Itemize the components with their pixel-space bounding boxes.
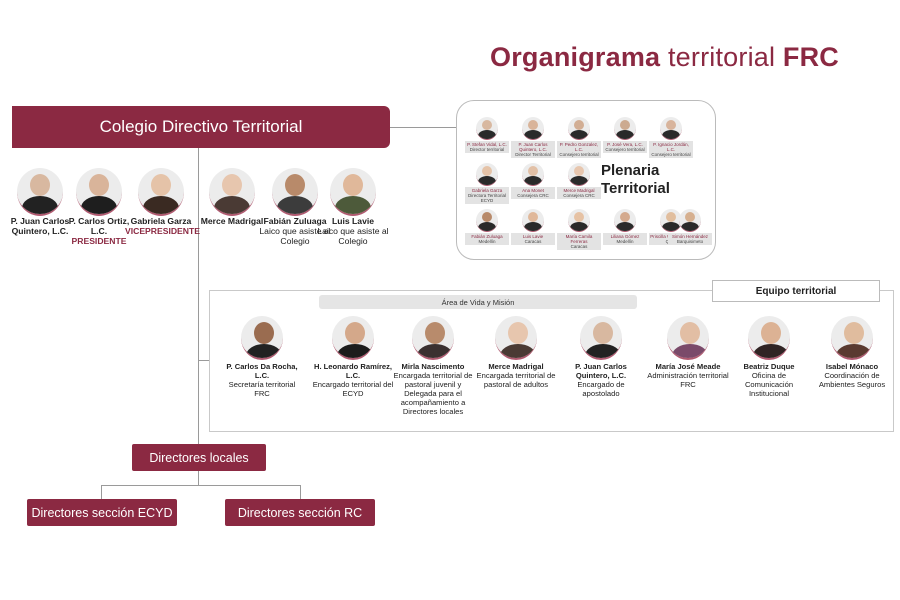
plenaria-member-photo: [614, 117, 636, 140]
plenaria-member-photo: [476, 117, 498, 140]
equipo-member-photo: [412, 316, 454, 360]
equipo-member-label: H. Leonardo Ramírez, L.C.Encargado terri…: [312, 362, 394, 398]
area-vida-mision-label: Área de Vida y Misión: [319, 295, 637, 309]
equipo-member-label: P. Juan Carlos Quintero, L.C.Encargado d…: [575, 362, 627, 398]
equipo-territorial-frame: [209, 290, 894, 432]
equipo-member-photo: [332, 316, 374, 360]
connector-ecyd: [101, 485, 102, 499]
member-photo: [272, 168, 318, 216]
equipo-member-photo: [580, 316, 622, 360]
plenaria-member-label: P. Juan Carlos Quintero, L.C.Director Te…: [511, 141, 555, 158]
plenaria-member-photo: [522, 163, 544, 186]
directores-seccion-ecyd-box: Directores sección ECYD: [27, 499, 177, 526]
equipo-member-photo: [495, 316, 537, 360]
connector-secciones-horizontal: [101, 485, 300, 486]
plenaria-member-photo: [568, 163, 590, 186]
equipo-member-photo: [748, 316, 790, 360]
plenaria-member-photo: [568, 117, 590, 140]
equipo-member-photo: [241, 316, 283, 360]
connector-colegio-plenaria: [390, 127, 456, 128]
connector-main-vertical: [198, 148, 199, 444]
connector-to-equipo: [198, 360, 209, 361]
plenaria-member-label: P. Pedro Gonzalez, L.C.Consejero territo…: [557, 141, 601, 158]
plenaria-member-photo: [476, 163, 498, 186]
member-photo: [17, 168, 63, 216]
equipo-member-photo: [667, 316, 709, 360]
plenaria-member-photo: [476, 209, 498, 232]
directores-locales-box: Directores locales: [132, 444, 266, 471]
colegio-directivo-box: Colegio Directivo Territorial: [12, 106, 390, 148]
colegio-directivo-label: Colegio Directivo Territorial: [99, 117, 303, 136]
member-photo: [330, 168, 376, 216]
plenaria-member-photo: [660, 117, 682, 140]
connector-directores-down: [198, 471, 199, 485]
equipo-member-photo: [831, 316, 873, 360]
colegio-member-label: P. Juan Carlos Quintero, L.C.: [10, 216, 70, 236]
plenaria-member-label: P. Stefan Vidal, L.C.Director territoria…: [465, 141, 509, 153]
plenaria-member-photo: [522, 209, 544, 232]
directores-seccion-rc-box: Directores sección RC: [225, 499, 375, 526]
member-photo: [76, 168, 122, 216]
equipo-territorial-title: Equipo territorial: [712, 280, 880, 302]
page-title: Organigrama territorial FRC: [490, 42, 839, 72]
colegio-member-label: P. Carlos Ortiz, L.C.PRESIDENTE: [68, 216, 130, 246]
plenaria-member-photo: [679, 209, 701, 232]
plenaria-member-photo: [522, 117, 544, 140]
plenaria-member-photo: [614, 209, 636, 232]
plenaria-member-photo: [660, 209, 682, 232]
plenaria-title: Plenaria Territorial: [601, 162, 670, 197]
colegio-member-label: Merce Madrigal: [200, 216, 264, 226]
equipo-member-label: P. Carlos Da Rocha, L.C.Secretaría terri…: [226, 362, 298, 398]
member-photo: [138, 168, 184, 216]
plenaria-member-label: P. Ignacio Jordán, L.C.Consejero territo…: [649, 141, 693, 158]
plenaria-member-photo: [568, 209, 590, 232]
member-photo: [209, 168, 255, 216]
connector-rc: [300, 485, 301, 499]
plenaria-member-label: P. José Vera, L.C.Consejero territorial: [603, 141, 647, 153]
